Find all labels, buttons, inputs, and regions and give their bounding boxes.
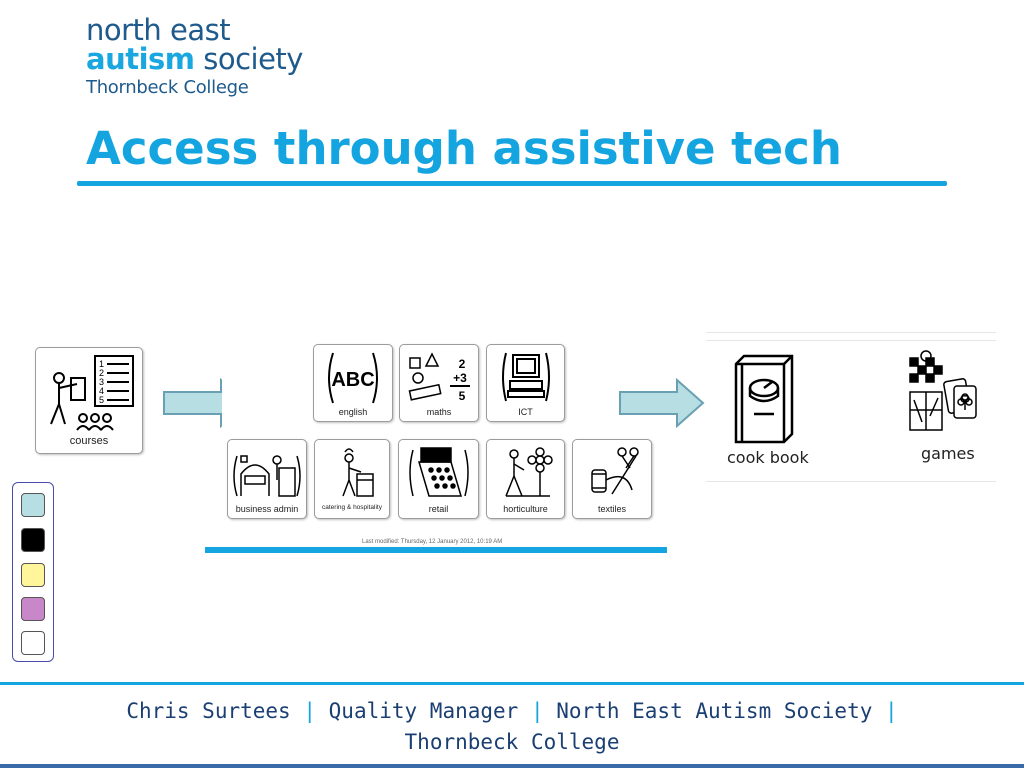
needle-thread-icon — [591, 447, 639, 495]
logo-word-autism: autism — [86, 42, 195, 76]
subject-label: maths — [426, 407, 452, 417]
svg-text:4: 4 — [99, 386, 104, 396]
colour-swatch-black[interactable] — [21, 528, 45, 552]
organisation-logo: north east autism society Thornbeck Coll… — [86, 16, 303, 97]
logo-college: Thornbeck College — [86, 77, 249, 98]
subject-label: retail — [428, 504, 449, 514]
subject-card-horticulture[interactable]: horticulture — [486, 439, 565, 519]
subject-card-ict[interactable]: ICT — [486, 344, 565, 422]
footer-name: Chris Surtees — [126, 699, 291, 723]
subject-label: english — [338, 407, 368, 417]
colour-swatch-yellow[interactable] — [21, 563, 45, 587]
subject-label: ICT — [518, 407, 533, 417]
footer-separator: | — [885, 699, 898, 723]
subject-card-english[interactable]: ABC english — [313, 344, 393, 422]
courses-label: courses — [69, 435, 109, 447]
slide-title: Access through assistive tech — [86, 122, 842, 175]
svg-text:5: 5 — [99, 395, 104, 405]
footer-separator: | — [303, 699, 316, 723]
logo-line-1: north east — [86, 13, 231, 47]
colour-swatch-light-blue[interactable] — [21, 493, 45, 517]
flower-icon — [504, 447, 553, 497]
title-underline — [77, 181, 947, 186]
panel-divider — [706, 340, 996, 341]
subject-card-business-admin[interactable]: business admin — [227, 439, 307, 519]
subject-label: business admin — [235, 504, 299, 514]
svg-text:5: 5 — [459, 389, 466, 403]
svg-text:ABC: ABC — [331, 369, 374, 391]
maths-icon: 2 +3 5 — [408, 352, 470, 403]
svg-text:+3: +3 — [453, 371, 467, 385]
subject-card-textiles[interactable]: textiles — [572, 439, 652, 519]
footer-text: Chris Surtees | Quality Manager | North … — [0, 696, 1024, 758]
logo-line-2: autism society — [86, 45, 303, 74]
footer-org: North East Autism Society — [556, 699, 873, 723]
computer-icon — [501, 352, 550, 402]
svg-text:3: 3 — [99, 377, 104, 387]
footer-bottom-rule — [0, 764, 1024, 768]
cash-register-icon — [408, 447, 469, 497]
abc-icon: ABC — [328, 352, 378, 404]
subject-card-catering[interactable]: catering & hospitality — [314, 439, 390, 519]
chef-icon — [342, 448, 374, 497]
activity-card-games[interactable]: games — [900, 350, 990, 470]
panel-underline — [205, 547, 667, 553]
footer-college: Thornbeck College — [404, 730, 620, 754]
logo-word-society: society — [203, 42, 303, 76]
cook-book-icon — [734, 354, 794, 444]
activity-label: games — [921, 444, 975, 463]
footer-top-rule — [0, 682, 1024, 685]
courses-card[interactable]: 1 2 3 4 5 courses — [35, 347, 143, 454]
activity-label: cook book — [727, 448, 809, 467]
subject-card-retail[interactable]: retail — [398, 439, 479, 519]
activity-card-cook-book[interactable]: cook book — [720, 350, 820, 470]
svg-text:2: 2 — [99, 368, 104, 378]
colour-swatch-white[interactable] — [21, 631, 45, 655]
subject-label: horticulture — [503, 504, 548, 514]
svg-text:1: 1 — [99, 359, 104, 369]
teacher-board-icon: 1 2 3 4 5 — [50, 355, 134, 431]
arrow-right-icon — [619, 378, 705, 428]
subject-label: textiles — [597, 504, 626, 514]
colour-swatch-purple[interactable] — [21, 597, 45, 621]
games-icon — [909, 350, 977, 431]
subject-label: catering & hospitality — [322, 504, 382, 511]
footer-separator: | — [530, 699, 544, 723]
last-modified-text: Last modified: Thursday, 12 January 2012… — [362, 539, 503, 545]
subject-card-maths[interactable]: 2 +3 5 maths — [399, 344, 479, 422]
footer-role: Quality Manager — [328, 699, 519, 723]
svg-text:2: 2 — [459, 357, 466, 371]
colour-overlay-palette — [12, 482, 54, 662]
office-desk-icon — [233, 455, 301, 497]
